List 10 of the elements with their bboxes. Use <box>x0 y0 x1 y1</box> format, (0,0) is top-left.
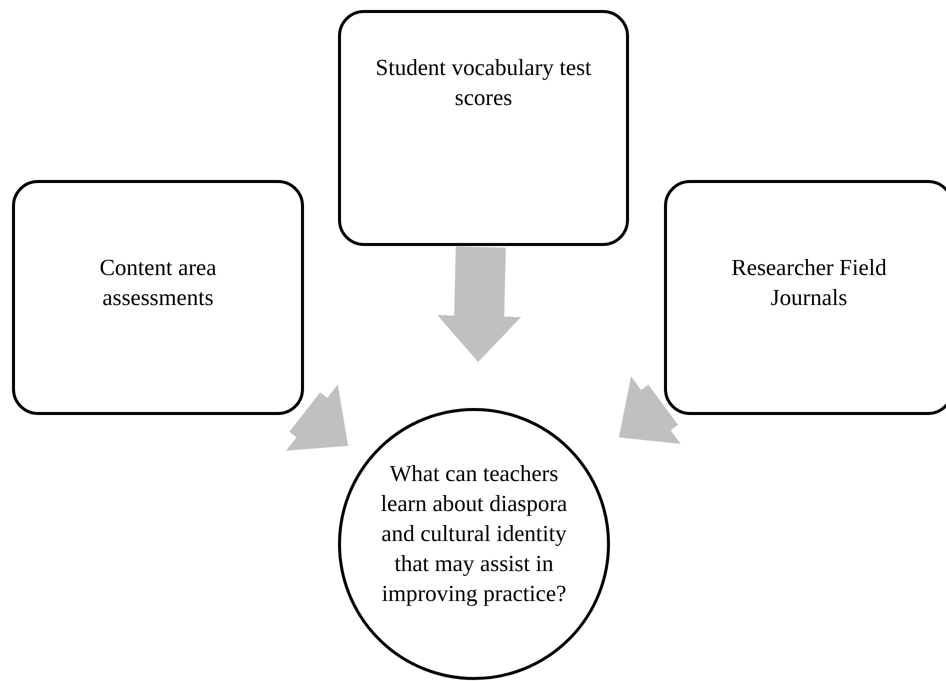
source-label: Researcher Field Journals <box>730 254 888 312</box>
block-arrow <box>437 246 522 362</box>
source-box <box>664 180 946 415</box>
source-label: Student vocabulary test scores <box>374 54 592 112</box>
block-arrow <box>286 384 348 451</box>
source-box <box>338 10 629 246</box>
question-text: What can teachers learn about diaspora and cultural identity that may assist in improving practice? <box>380 460 568 608</box>
block-arrow <box>618 376 681 444</box>
source-label: Content area assessments <box>98 254 218 312</box>
source-box <box>12 180 304 415</box>
